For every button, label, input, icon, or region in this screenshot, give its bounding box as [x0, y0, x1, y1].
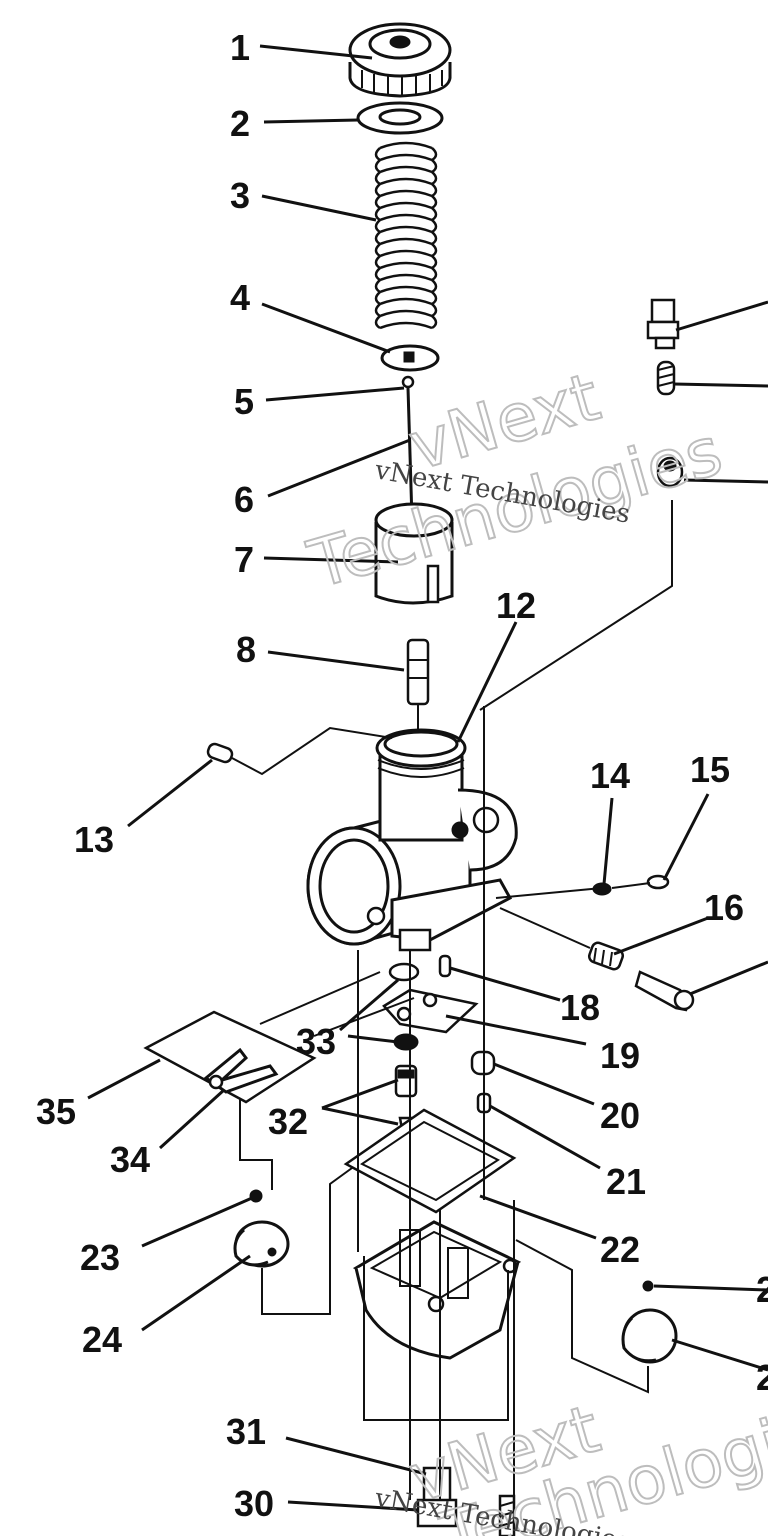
part-washer: [356, 101, 444, 135]
callout-6: 6: [234, 479, 254, 520]
callout-22: 22: [600, 1229, 640, 1270]
callout-34: 34: [110, 1139, 150, 1180]
callout-23: 23: [80, 1237, 120, 1278]
callout-3: 3: [230, 175, 250, 216]
parts-14-16: [587, 874, 695, 1012]
parts-right-bottom: [621, 1280, 678, 1364]
callout-30: 30: [234, 1483, 274, 1524]
callout-31: 31: [226, 1411, 266, 1452]
callout-8: 8: [236, 629, 256, 670]
callout-21: 21: [606, 1161, 646, 1202]
callout-18: 18: [560, 987, 600, 1028]
callout-14: 14: [590, 755, 630, 796]
callout-35: 35: [36, 1091, 76, 1132]
callout-24: 24: [82, 1319, 122, 1360]
callout-13: 13: [74, 819, 114, 860]
callout-7: 7: [234, 539, 254, 580]
part-float-bowl: [352, 1220, 522, 1360]
callout-2: 2: [230, 103, 250, 144]
callout-5: 5: [234, 381, 254, 422]
watermark-bottom: vNext Technologies vNext Technologies: [372, 1383, 768, 1536]
part-retainer-plate: [380, 344, 440, 372]
part-13: [206, 742, 234, 764]
part-22-gasket: [343, 1108, 517, 1214]
part-needle-jet: [406, 638, 430, 736]
callout-15: 15: [690, 749, 730, 790]
assembly-guides: [231, 500, 673, 1500]
callout-1: 1: [230, 27, 250, 68]
callout-labels: 1 2 3 4 5 6 7 8 12 13 14 15 16 18 19 33 …: [36, 27, 768, 1524]
leader-lines: [87, 44, 768, 1512]
part-cap: [348, 22, 452, 98]
callout-16: 16: [704, 887, 744, 928]
part-needle: [401, 375, 415, 521]
parts-30-31: [416, 1466, 516, 1536]
parts-34-35: [143, 1010, 317, 1104]
callout-32: 32: [268, 1101, 308, 1142]
callout-4: 4: [230, 277, 250, 318]
callout-12: 12: [496, 585, 536, 626]
part-spring: [374, 140, 438, 332]
part-19: [382, 988, 479, 1034]
callout-33: 33: [296, 1021, 336, 1062]
parts-right-top: [646, 298, 684, 488]
callout-2-right-top: 2: [756, 1269, 768, 1310]
callout-20: 20: [600, 1095, 640, 1136]
part-carburetor-body: [306, 728, 518, 952]
callout-2-right-bottom: 2: [756, 1357, 768, 1398]
callout-19: 19: [600, 1035, 640, 1076]
part-throttle-slide: [374, 502, 454, 605]
